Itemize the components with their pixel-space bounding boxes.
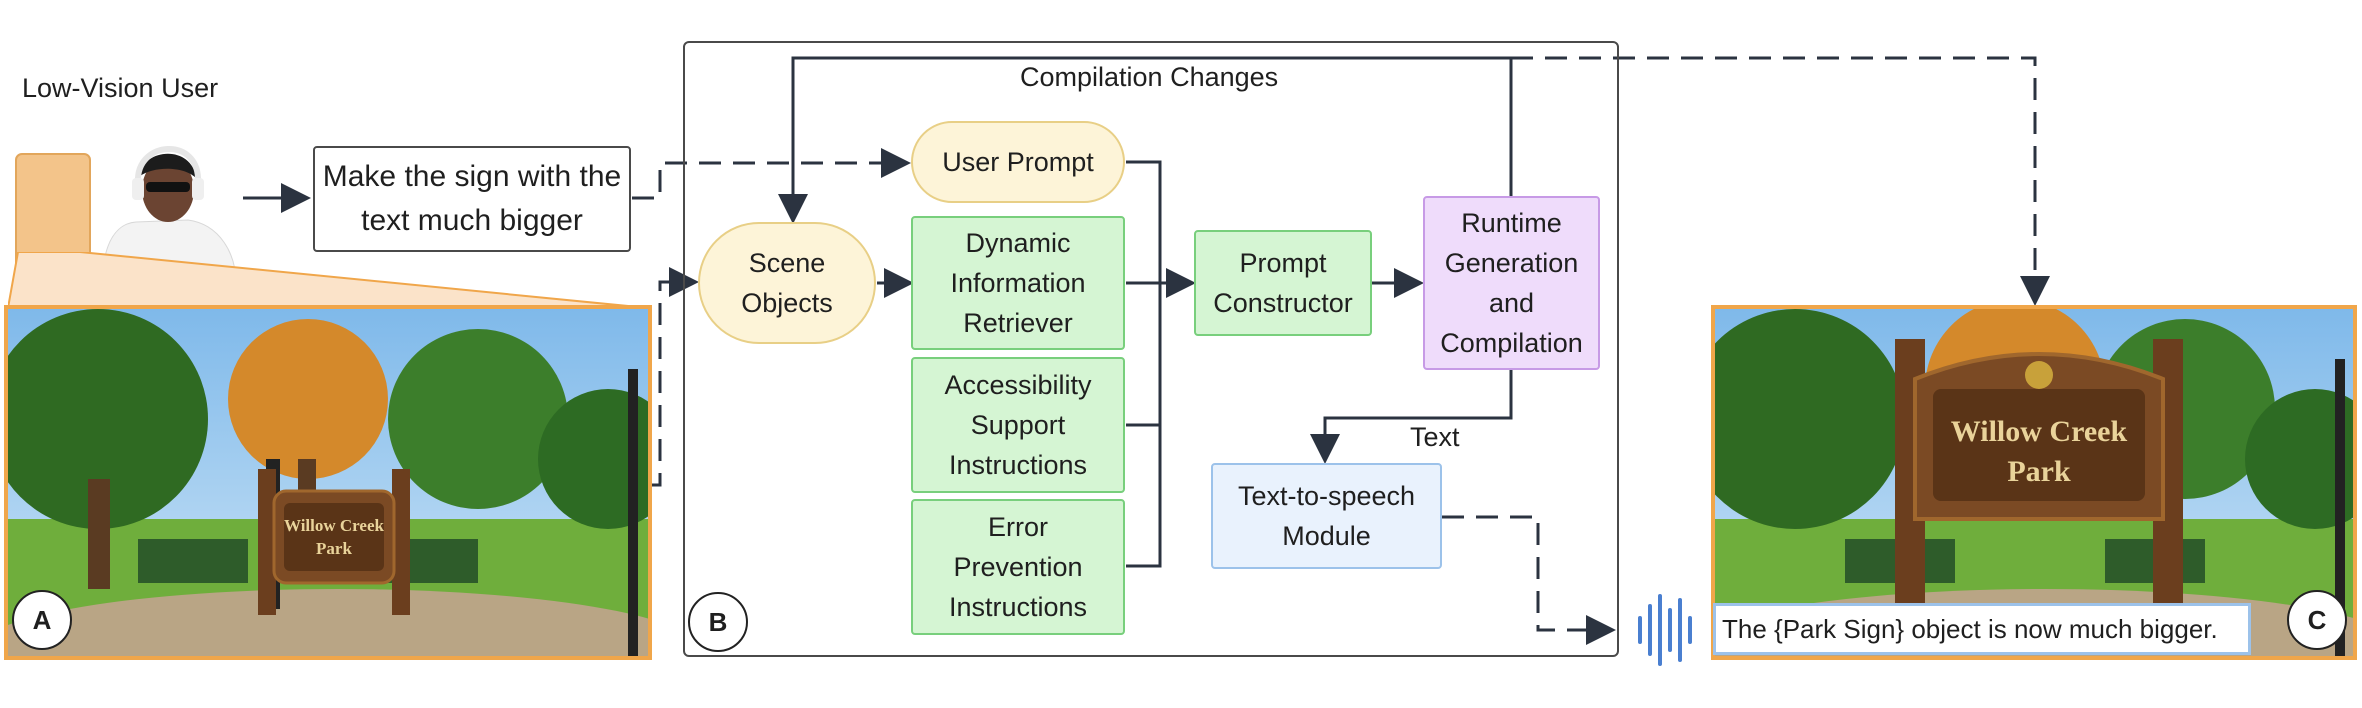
zoom-wedge bbox=[8, 252, 648, 308]
tts-node: Text-to-speech Module bbox=[1211, 463, 1442, 569]
user-prompt-node-label: User Prompt bbox=[942, 147, 1094, 177]
panel-label-a: A bbox=[12, 590, 72, 650]
tts-node-label: Text-to-speech Module bbox=[1237, 481, 1416, 551]
small-sign-line1: Willow Creek bbox=[284, 516, 384, 535]
input-scene-image: Willow Creek Park bbox=[4, 305, 652, 660]
large-sign-line1: Willow Creek bbox=[1951, 415, 2128, 448]
pipeline-panel bbox=[683, 41, 1619, 657]
prompt-constructor-node-label: Prompt Constructor bbox=[1213, 248, 1353, 318]
scene-objects-node-label: Scene Objects bbox=[741, 248, 833, 318]
arrow-to-output-scene bbox=[1511, 56, 2050, 306]
user-prompt-text-box: Make the sign with the text much bigger bbox=[313, 146, 631, 252]
panel-label-b: B bbox=[688, 592, 748, 652]
compilation-changes-label: Compilation Changes bbox=[1020, 62, 1279, 92]
output-caption: The {Park Sign} object is now much bigge… bbox=[1713, 603, 2251, 655]
user-prompt-node: User Prompt bbox=[911, 121, 1125, 203]
scene-objects-node: Scene Objects bbox=[698, 222, 876, 344]
runtime-node: Runtime Generation and Compilation bbox=[1423, 196, 1600, 370]
arrow-scene-to-objects bbox=[650, 267, 699, 487]
runtime-node-label: Runtime Generation and Compilation bbox=[1440, 208, 1583, 358]
user-label: Low-Vision User bbox=[22, 73, 219, 103]
arrow-prompt-to-user-prompt bbox=[632, 148, 911, 200]
prompt-constructor-node: Prompt Constructor bbox=[1194, 230, 1372, 336]
arrow-compilation-loop bbox=[778, 56, 1513, 224]
arrow-tts-to-audio bbox=[1442, 515, 1616, 645]
text-edge-label: Text bbox=[1410, 422, 1460, 452]
output-caption-text: The {Park Sign} object is now much bigge… bbox=[1722, 613, 2218, 644]
accessibility-node-label: Accessibility Support Instructions bbox=[944, 370, 1092, 480]
large-sign-line2: Park bbox=[2007, 455, 2071, 488]
collector-bracket bbox=[1126, 160, 1162, 568]
small-sign-line2: Park bbox=[316, 539, 352, 558]
dynamic-info-node: Dynamic Information Retriever bbox=[911, 216, 1125, 350]
arrow-runtime-to-tts bbox=[1310, 370, 1513, 464]
panel-label-c: C bbox=[2287, 590, 2347, 650]
dynamic-info-node-label: Dynamic Information Retriever bbox=[950, 228, 1086, 338]
error-prevention-node-label: Error Prevention Instructions bbox=[948, 512, 1088, 622]
error-prevention-node: Error Prevention Instructions bbox=[911, 499, 1125, 635]
audio-wave-icon bbox=[1638, 594, 1692, 666]
park-scene-small: Willow Creek Park bbox=[8, 309, 648, 656]
accessibility-node: Accessibility Support Instructions bbox=[911, 357, 1125, 493]
user-prompt-text: Make the sign with the text much bigger bbox=[322, 160, 622, 237]
